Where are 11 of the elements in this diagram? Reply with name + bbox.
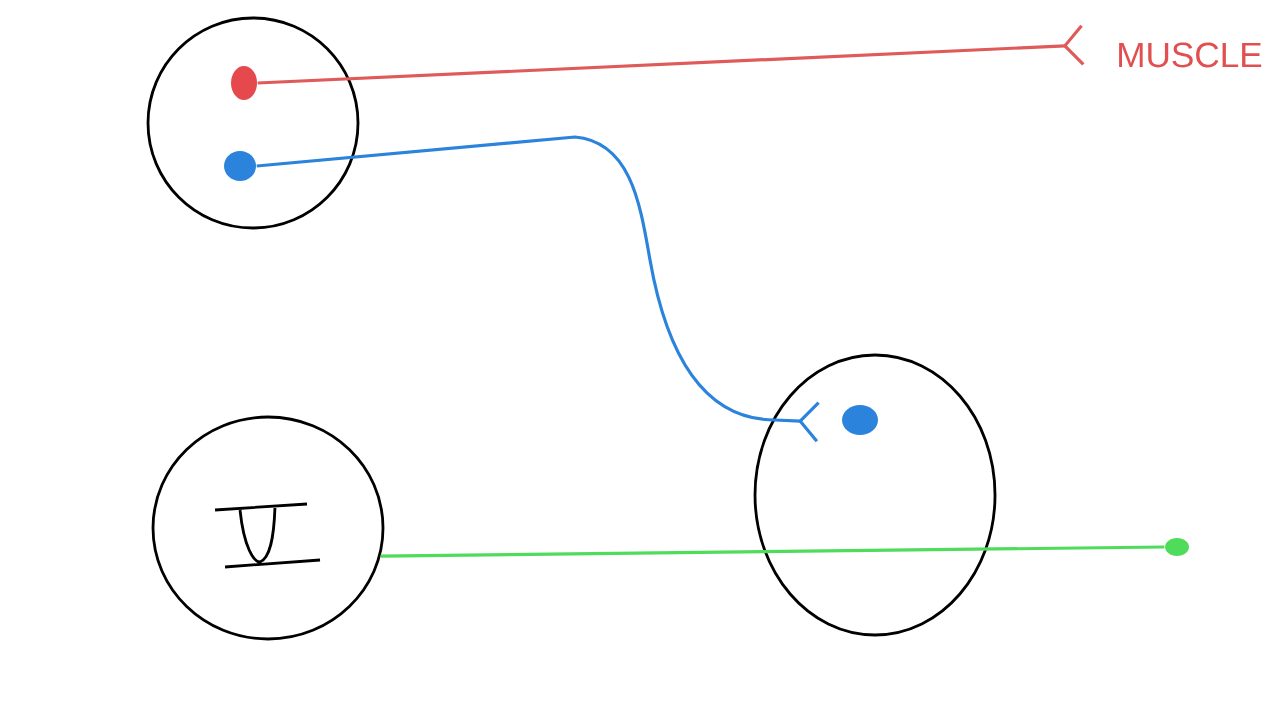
dot — [231, 66, 257, 100]
handwritten-label: MUSCLE — [1119, 42, 1262, 68]
cell-outline — [151, 415, 385, 641]
dot — [1165, 538, 1189, 556]
dot — [842, 405, 879, 435]
connector-line — [257, 24, 1085, 85]
connector-line — [256, 135, 820, 443]
dot — [224, 151, 256, 181]
cell-outline — [753, 353, 997, 637]
connector-line — [380, 545, 1165, 558]
cell-outline — [146, 16, 360, 230]
